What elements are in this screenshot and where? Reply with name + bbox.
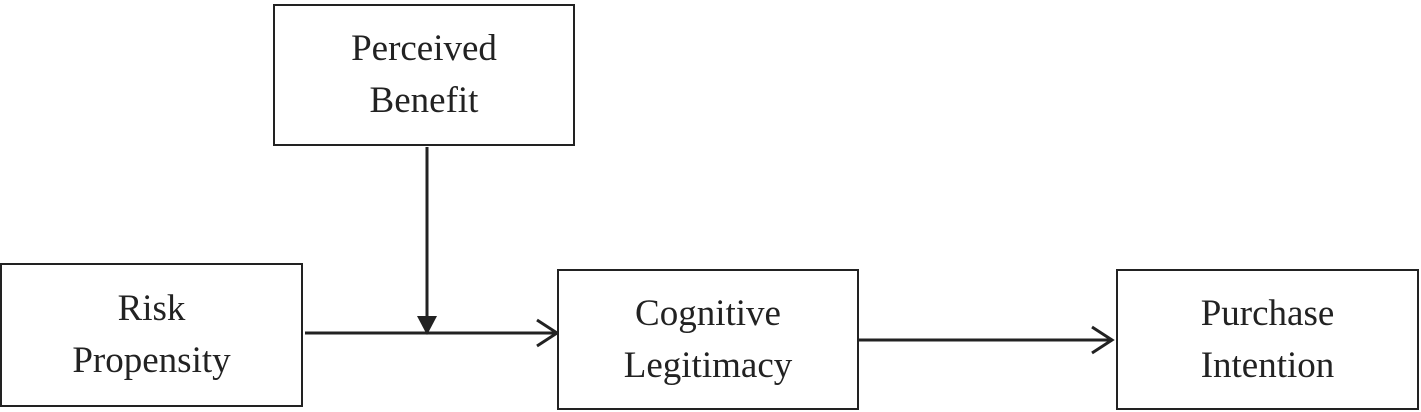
node-cognitive-legitimacy: Cognitive Legitimacy xyxy=(557,269,859,410)
node-perceived-benefit: Perceived Benefit xyxy=(273,4,575,146)
node-label-line: Intention xyxy=(1200,344,1335,386)
node-purchase-intention: Purchase Intention xyxy=(1116,269,1419,410)
node-label-line: Purchase xyxy=(1200,292,1335,334)
node-label-line: Propensity xyxy=(72,340,231,381)
node-label-line: Benefit xyxy=(369,80,479,121)
node-label-line: Perceived xyxy=(351,28,497,69)
node-label-line: Cognitive xyxy=(635,292,781,334)
arrowhead-moderator xyxy=(417,316,437,335)
node-label-line: Risk xyxy=(117,288,186,329)
arrowhead-intention xyxy=(1091,325,1115,355)
node-label-line: Legitimacy xyxy=(623,344,793,386)
node-risk-propensity: Risk Propensity xyxy=(0,263,303,407)
